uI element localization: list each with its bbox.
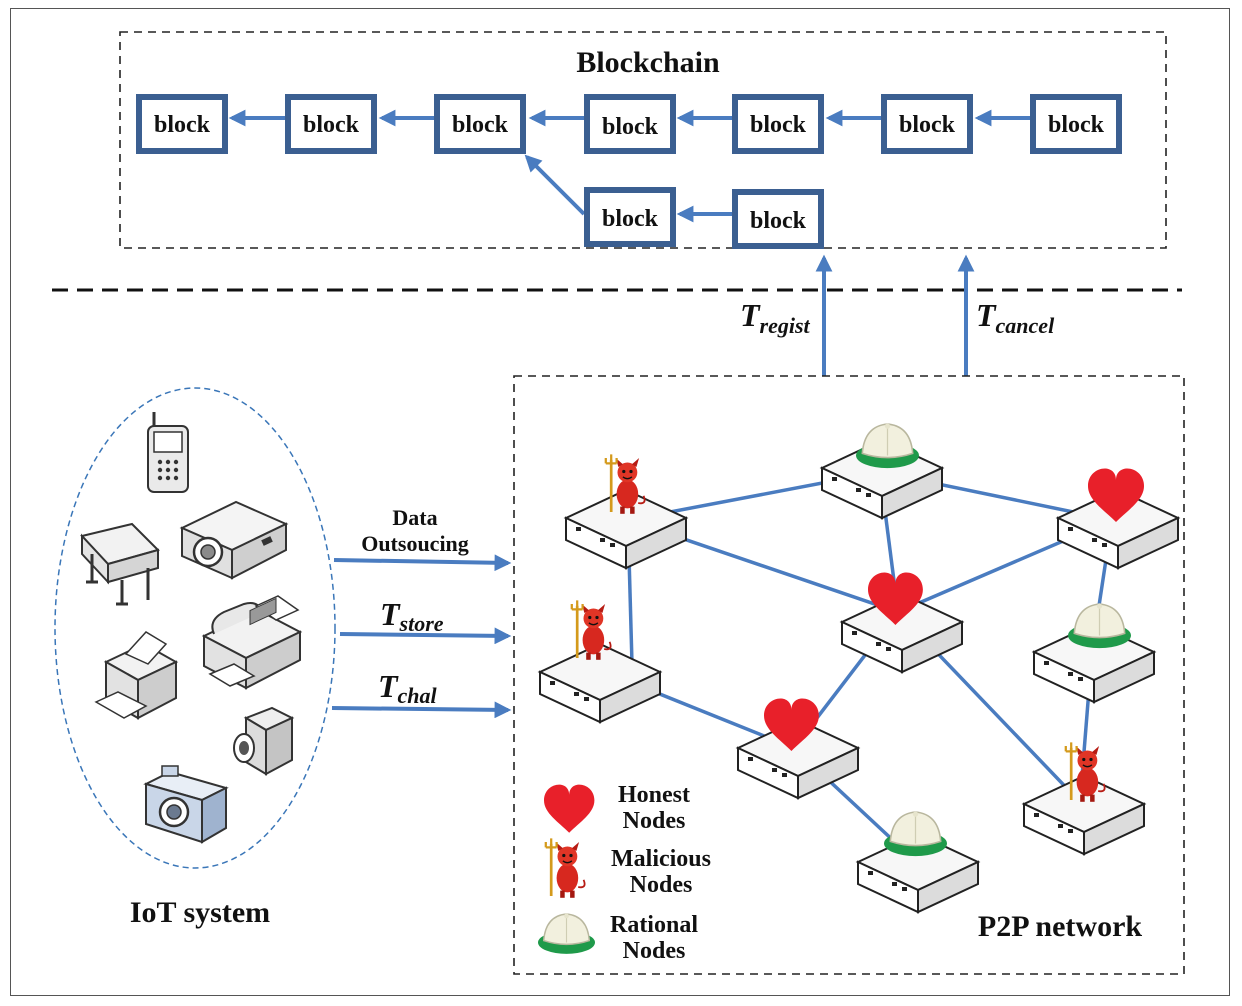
projector-icon bbox=[179, 500, 289, 580]
t-store-arrow bbox=[339, 627, 512, 645]
honest-node bbox=[737, 698, 859, 799]
svg-text:block: block bbox=[750, 112, 807, 138]
block: block bbox=[136, 94, 228, 154]
t-chal-label: Tchal bbox=[378, 668, 438, 708]
rational-node bbox=[1033, 602, 1155, 703]
svg-text:block: block bbox=[750, 208, 807, 234]
block: block bbox=[1030, 94, 1122, 154]
plotter-icon bbox=[80, 522, 160, 606]
legend-honest: Honest Nodes bbox=[544, 782, 690, 834]
svg-text:block: block bbox=[303, 112, 360, 138]
devil-icon bbox=[544, 837, 586, 900]
fax-machine-icon bbox=[201, 595, 303, 690]
blockchain-region bbox=[119, 31, 1167, 249]
iot-system-region bbox=[54, 387, 336, 869]
honest-node bbox=[841, 572, 963, 673]
data-outsourcing-arrow bbox=[333, 554, 512, 572]
legend-malicious: Malicious Nodes bbox=[544, 837, 711, 900]
svg-text:block: block bbox=[602, 206, 659, 232]
data-outsourcing-label-line2: Outsoucing bbox=[361, 531, 469, 556]
t-store-label: Tstore bbox=[380, 596, 444, 636]
svg-text:Nodes: Nodes bbox=[630, 872, 693, 898]
svg-text:block: block bbox=[899, 112, 956, 138]
malicious-node bbox=[1023, 741, 1145, 855]
svg-text:block: block bbox=[154, 112, 211, 138]
rational-node bbox=[821, 422, 943, 519]
blockchain-title: Blockchain bbox=[576, 46, 720, 79]
data-outsourcing-label-line1: Data bbox=[392, 505, 437, 530]
t-chal-arrow bbox=[331, 701, 512, 719]
svg-text:block: block bbox=[1048, 112, 1105, 138]
camcorder-icon bbox=[233, 706, 295, 776]
block: block bbox=[584, 94, 676, 154]
legend-rational: Rational Nodes bbox=[537, 912, 698, 964]
fork-block: block bbox=[732, 189, 824, 249]
svg-text:Malicious: Malicious bbox=[611, 846, 711, 872]
t-regist-label: Tregist bbox=[740, 297, 811, 338]
block: block bbox=[881, 94, 973, 154]
iot-system-title: IoT system bbox=[130, 896, 270, 929]
p2p-network-region bbox=[513, 375, 1185, 975]
legend: Honest Nodes Malicious Nodes Rational No… bbox=[537, 782, 711, 964]
camera-icon bbox=[143, 765, 229, 844]
block: block bbox=[285, 94, 377, 154]
svg-text:Rational: Rational bbox=[610, 912, 698, 938]
fork-block: block bbox=[584, 187, 676, 247]
t-cancel-label: Tcancel bbox=[976, 297, 1055, 338]
svg-text:Nodes: Nodes bbox=[623, 808, 686, 834]
cap-icon bbox=[537, 912, 596, 955]
printer-icon bbox=[94, 631, 179, 720]
p2p-network-title: P2P network bbox=[978, 910, 1142, 943]
block: block bbox=[434, 94, 526, 154]
mobile-phone-icon bbox=[147, 412, 189, 493]
block: block bbox=[732, 94, 824, 154]
svg-text:Nodes: Nodes bbox=[623, 938, 686, 964]
svg-text:Honest: Honest bbox=[618, 782, 690, 808]
figure-frame bbox=[10, 8, 1230, 996]
heart-icon bbox=[544, 784, 595, 833]
malicious-node bbox=[565, 453, 687, 569]
honest-node bbox=[1057, 468, 1179, 569]
malicious-node bbox=[539, 599, 661, 723]
fork-link-arrow bbox=[524, 154, 586, 216]
svg-text:block: block bbox=[452, 112, 509, 138]
svg-text:block: block bbox=[602, 114, 659, 140]
